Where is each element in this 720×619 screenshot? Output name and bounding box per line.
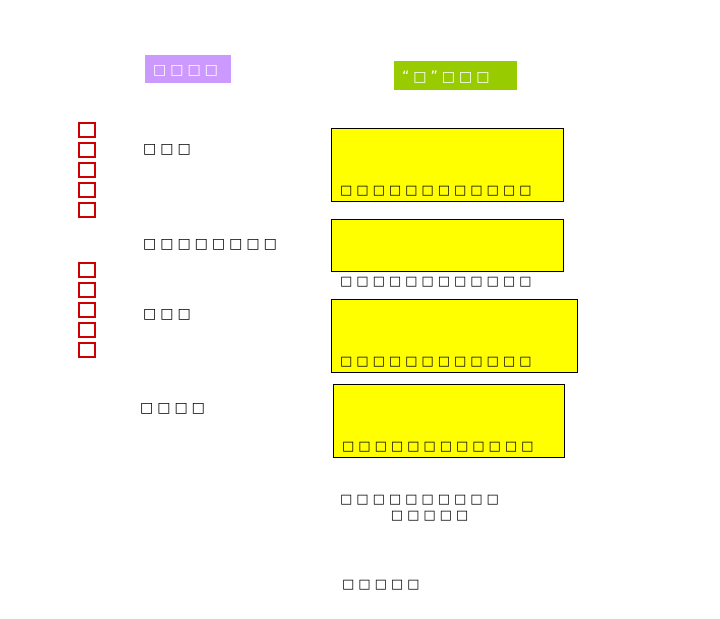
box-line: □□□□□□□□□□□□: [340, 274, 536, 289]
side-title-char: [78, 342, 96, 358]
header-left-text: □□□□: [153, 62, 222, 78]
side-title-char: [78, 322, 96, 338]
definition-box-2: □□□□□□□□□□□□ □□□□□□□□: [331, 219, 564, 358]
side-title-char: [78, 202, 96, 218]
side-title-top: [78, 122, 98, 218]
side-title-char: [78, 282, 96, 298]
side-title-char: [78, 162, 96, 178]
row-label-1: □□□: [143, 141, 195, 157]
side-title-char: [78, 182, 96, 198]
definition-box-1: □□□□□□□□□□□□ □□□□□□□ □□□□□□□: [331, 128, 564, 336]
box-line: □□□□□□□□□□: [340, 492, 503, 507]
definition-box-4: □□□□□□□□□□□□ □□□□□ □□□□□: [333, 384, 565, 592]
definition-box-3: □□□□□□□□□□□□ □□□ □□□□□ □□□□□□□□□□: [331, 299, 578, 507]
side-title-bottom: [78, 262, 98, 358]
header-left: □□□□: [145, 55, 231, 83]
row-label-3: □□□: [143, 306, 195, 322]
side-title-char: [78, 262, 96, 278]
box-line: □□□□□□□□□□□□: [340, 183, 536, 198]
box-line: □□□□□: [342, 577, 424, 592]
row-label-2: □□□□□□□□: [143, 236, 281, 252]
side-title-char: [78, 142, 96, 158]
row-label-4: □□□□: [140, 400, 209, 416]
box-line: □□□□□: [342, 508, 473, 523]
box-line: □□□□□□□□□□□□: [340, 354, 536, 369]
side-title-char: [78, 302, 96, 318]
header-right-text: “□”□□□: [402, 69, 494, 85]
side-title-char: [78, 122, 96, 138]
header-right: “□”□□□: [394, 61, 517, 90]
box-line: □□□□□□□□□□□□: [342, 439, 538, 454]
